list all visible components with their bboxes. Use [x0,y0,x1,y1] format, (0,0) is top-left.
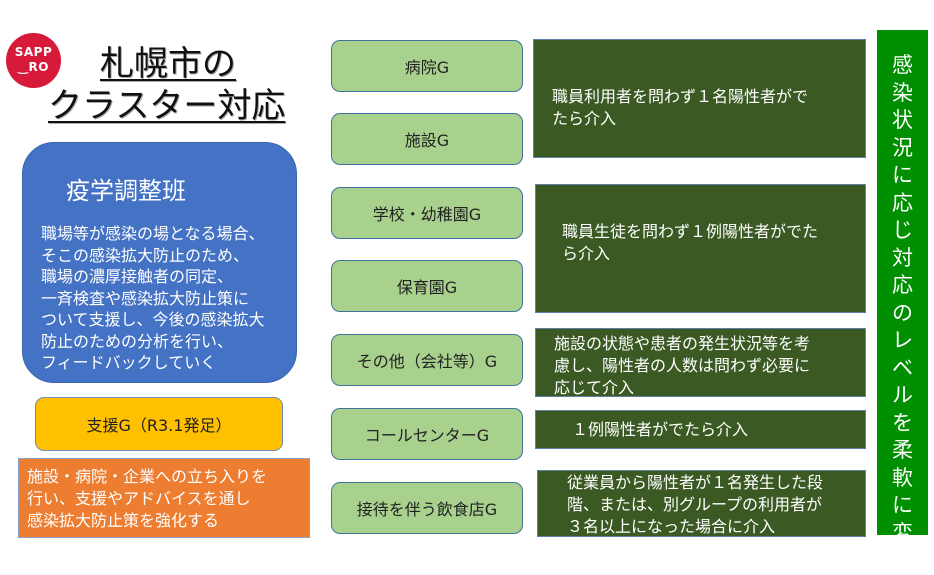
side-note-char: の [892,300,913,325]
group-hospital: 病院G [331,40,523,92]
side-note-char: 状 [892,108,913,132]
side-note-text: 感染状況に応じ対応のレベルを柔軟に変更 [877,52,928,575]
side-note-char: 応 [892,190,913,215]
side-note-char: 更 [892,548,913,572]
page-title-line2: クラスター対応 [48,86,286,126]
side-note-vertical: 感染状況に応じ対応のレベルを柔軟に変更 [877,30,928,572]
criteria-other: 施設の状態や患者の発生状況等を考 慮し、陽性者の人数は問わず必要に 応じて介入 [535,328,866,397]
side-note-char: に [892,163,913,187]
criteria-hospital-facility: 職員利用者を問わず１名陽性者がで たら介入 [533,39,866,158]
epidemiology-team-heading: 疫学調整班 [66,177,186,205]
epidemiology-team-box: 疫学調整班 職場等が感染の場となる場合、 そこの感染拡大防止のため、 職場の濃厚… [22,142,297,383]
criteria-call-center: １例陽性者がでたら介入 [535,410,866,449]
side-note-char: に [892,493,913,517]
criteria-hospitality: 従業員から陽性者が１名発生した段 階、または、別グループの利用者が ３名以上にな… [537,470,866,537]
side-note-char: 柔 [892,438,913,462]
side-note-char: 況 [892,135,913,160]
group-school: 学校・幼稚園G [331,187,523,239]
side-note-char: レ [892,328,913,352]
group-hospitality: 接待を伴う飲食店G [331,482,523,534]
support-group-description: 施設・病院・企業への立ち入りを 行い、支援やアドバイスを通し 感染拡大防止策を強… [18,458,310,538]
side-note-char: を [892,410,913,435]
group-call-center: コールセンターG [331,408,523,460]
group-facility: 施設G [331,113,523,165]
side-note-char: じ [892,218,913,242]
epidemiology-team-description: 職場等が感染の場となる場合、 そこの感染拡大防止のため、 職場の濃厚接触者の同定… [41,224,265,372]
side-note-char: 軟 [892,465,913,490]
side-note-char: 感 [892,53,913,77]
support-group-label: 支援G（R3.1発足） [35,397,283,451]
side-note-char: ベ [892,355,913,380]
sapporo-logo: SAPP ‿RO [6,33,61,88]
group-nursery: 保育園G [331,260,523,312]
side-note-char: 変 [892,520,913,545]
group-other: その他（会社等）G [331,334,523,386]
side-note-char: 対 [892,245,913,270]
criteria-school-nursery: 職員生徒を問わず１例陽性者がでた ら介入 [535,184,866,313]
side-note-char: 染 [892,80,913,105]
page-title-line1: 札幌市の [100,44,236,84]
side-note-char: 応 [892,273,913,297]
side-note-char: ル [892,383,913,407]
